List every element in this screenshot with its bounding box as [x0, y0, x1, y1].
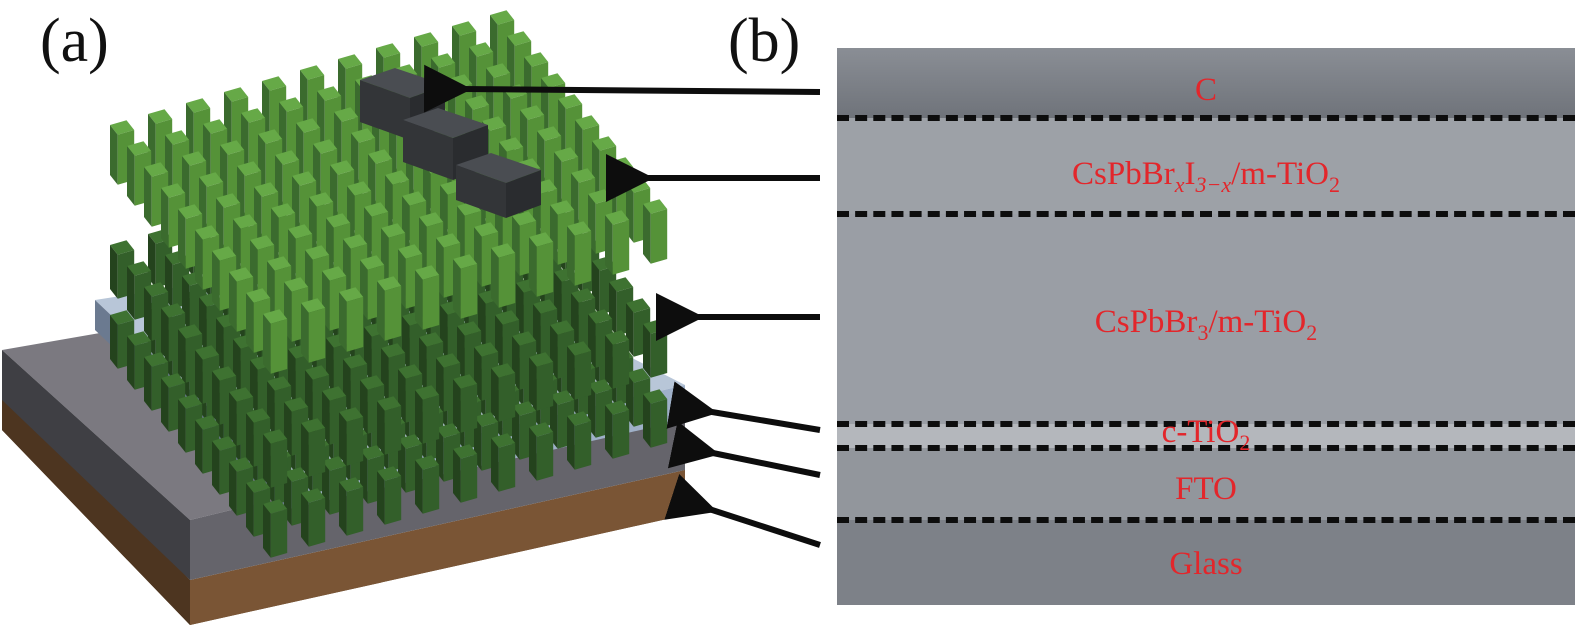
- perovskite-block: [643, 389, 668, 448]
- label-part: c-TiO: [1161, 414, 1240, 450]
- perovskite-block: [301, 298, 326, 363]
- perovskite-block: [263, 309, 288, 374]
- perovskite-block: [643, 319, 668, 378]
- boundary-dash: [837, 445, 1575, 451]
- label-part: 2: [1328, 172, 1340, 197]
- label-part: 3: [1197, 320, 1209, 345]
- perovskite-block: [453, 374, 478, 433]
- device-schematic: [2, 10, 821, 625]
- perovskite-block: [478, 289, 503, 348]
- perovskite-block: [110, 120, 135, 185]
- label-part: CsPbBr: [1072, 156, 1175, 192]
- label-part: 2: [1239, 430, 1251, 455]
- perovskite-block: [301, 418, 326, 477]
- perovskite-block: [263, 429, 288, 488]
- perovskite-block: [491, 243, 516, 308]
- arrow-fto: [667, 421, 821, 478]
- perovskite-block: [161, 183, 186, 248]
- arrow-ctio2: [666, 381, 821, 433]
- perovskite-block: [415, 385, 440, 444]
- boundary-dash: [837, 115, 1575, 121]
- sem-region-ctio2: [837, 424, 1575, 448]
- carbon-blocks: [360, 68, 541, 218]
- boundary-dash: [837, 517, 1575, 523]
- layer-label-text: Glass: [1169, 546, 1243, 582]
- layer-label-mixed-perovskite: CsPbBrxI3−x/m-TiO2: [837, 156, 1575, 196]
- perovskite-block: [453, 444, 478, 503]
- boundary-dash: [837, 421, 1575, 427]
- perovskite-block: [415, 265, 440, 330]
- arrows: [423, 64, 821, 548]
- perovskite-block: [529, 352, 554, 411]
- sem-image: C CsPbBrxI3−x/m-TiO2 CsPbBr3/m-TiO2 c-Ti…: [837, 48, 1575, 605]
- label-part: /m-TiO: [1231, 156, 1329, 192]
- layer-label-text: FTO: [1175, 471, 1237, 507]
- label-part: CsPbBr: [1094, 304, 1198, 340]
- perovskite-block: [195, 225, 220, 290]
- sem-region-mixed: [837, 118, 1575, 214]
- perovskite-block: [212, 436, 237, 495]
- perovskite-block: [110, 240, 135, 299]
- perovskite-block: [178, 204, 203, 269]
- perovskite-blocks: [110, 10, 668, 558]
- perovskite-block: [491, 433, 516, 492]
- arrow-glass: [664, 474, 821, 548]
- perovskite-block: [301, 488, 326, 547]
- panel-label-a: (a): [40, 7, 109, 75]
- perovskite-block: [263, 499, 288, 558]
- label-part: x: [1174, 172, 1185, 197]
- perovskite-block: [567, 341, 592, 400]
- arrow-carbon: [423, 64, 821, 113]
- perovskite-block: [339, 407, 364, 466]
- perovskite-block: [605, 400, 630, 459]
- perovskite-block: [377, 466, 402, 525]
- perovskite-block: [339, 287, 364, 352]
- layer-label-text: C: [1194, 72, 1217, 108]
- panel-label-b: (b): [728, 7, 801, 75]
- perovskite-block: [415, 455, 440, 514]
- boundary-dash: [837, 211, 1575, 217]
- perovskite-block: [360, 375, 385, 434]
- perovskite-block: [550, 390, 575, 449]
- label-part: /m-TiO: [1208, 304, 1307, 340]
- perovskite-block: [529, 422, 554, 481]
- label-part: 3−x: [1195, 172, 1232, 197]
- sem-region-fto: [837, 448, 1575, 520]
- perovskite-block: [377, 396, 402, 455]
- perovskite-block: [605, 210, 630, 275]
- perovskite-block: [229, 267, 254, 332]
- layer-label-ctio2: c-TiO2: [837, 414, 1575, 454]
- perovskite-block: [195, 415, 220, 474]
- layer-label-cspbbr3: CsPbBr3/m-TiO2: [837, 304, 1575, 344]
- label-part: I: [1184, 156, 1196, 192]
- perovskite-block: [605, 330, 630, 389]
- sem-region-glass: [837, 520, 1575, 605]
- perovskite-block: [643, 199, 668, 264]
- perovskite-block: [292, 171, 317, 236]
- layer-label-glass: Glass: [837, 548, 1575, 581]
- perovskite-block: [246, 478, 271, 537]
- perovskite-block: [453, 254, 478, 319]
- layer-label-carbon: C: [837, 74, 1575, 107]
- perovskite-block: [491, 363, 516, 422]
- perovskite-block: [529, 232, 554, 297]
- perovskite-block: [339, 477, 364, 536]
- carbon-block: [456, 153, 541, 218]
- layer-label-fto: FTO: [837, 473, 1575, 506]
- sem-region-carbon: [837, 48, 1575, 118]
- perovskite-block: [127, 141, 152, 206]
- sem-region-cspbbr3: [837, 214, 1575, 424]
- perovskite-block: [385, 170, 410, 235]
- perovskite-block: [377, 276, 402, 341]
- perovskite-block: [474, 412, 499, 471]
- perovskite-block: [398, 364, 423, 423]
- perovskite-block: [567, 221, 592, 286]
- label-part: 2: [1306, 320, 1318, 345]
- perovskite-block: [567, 411, 592, 470]
